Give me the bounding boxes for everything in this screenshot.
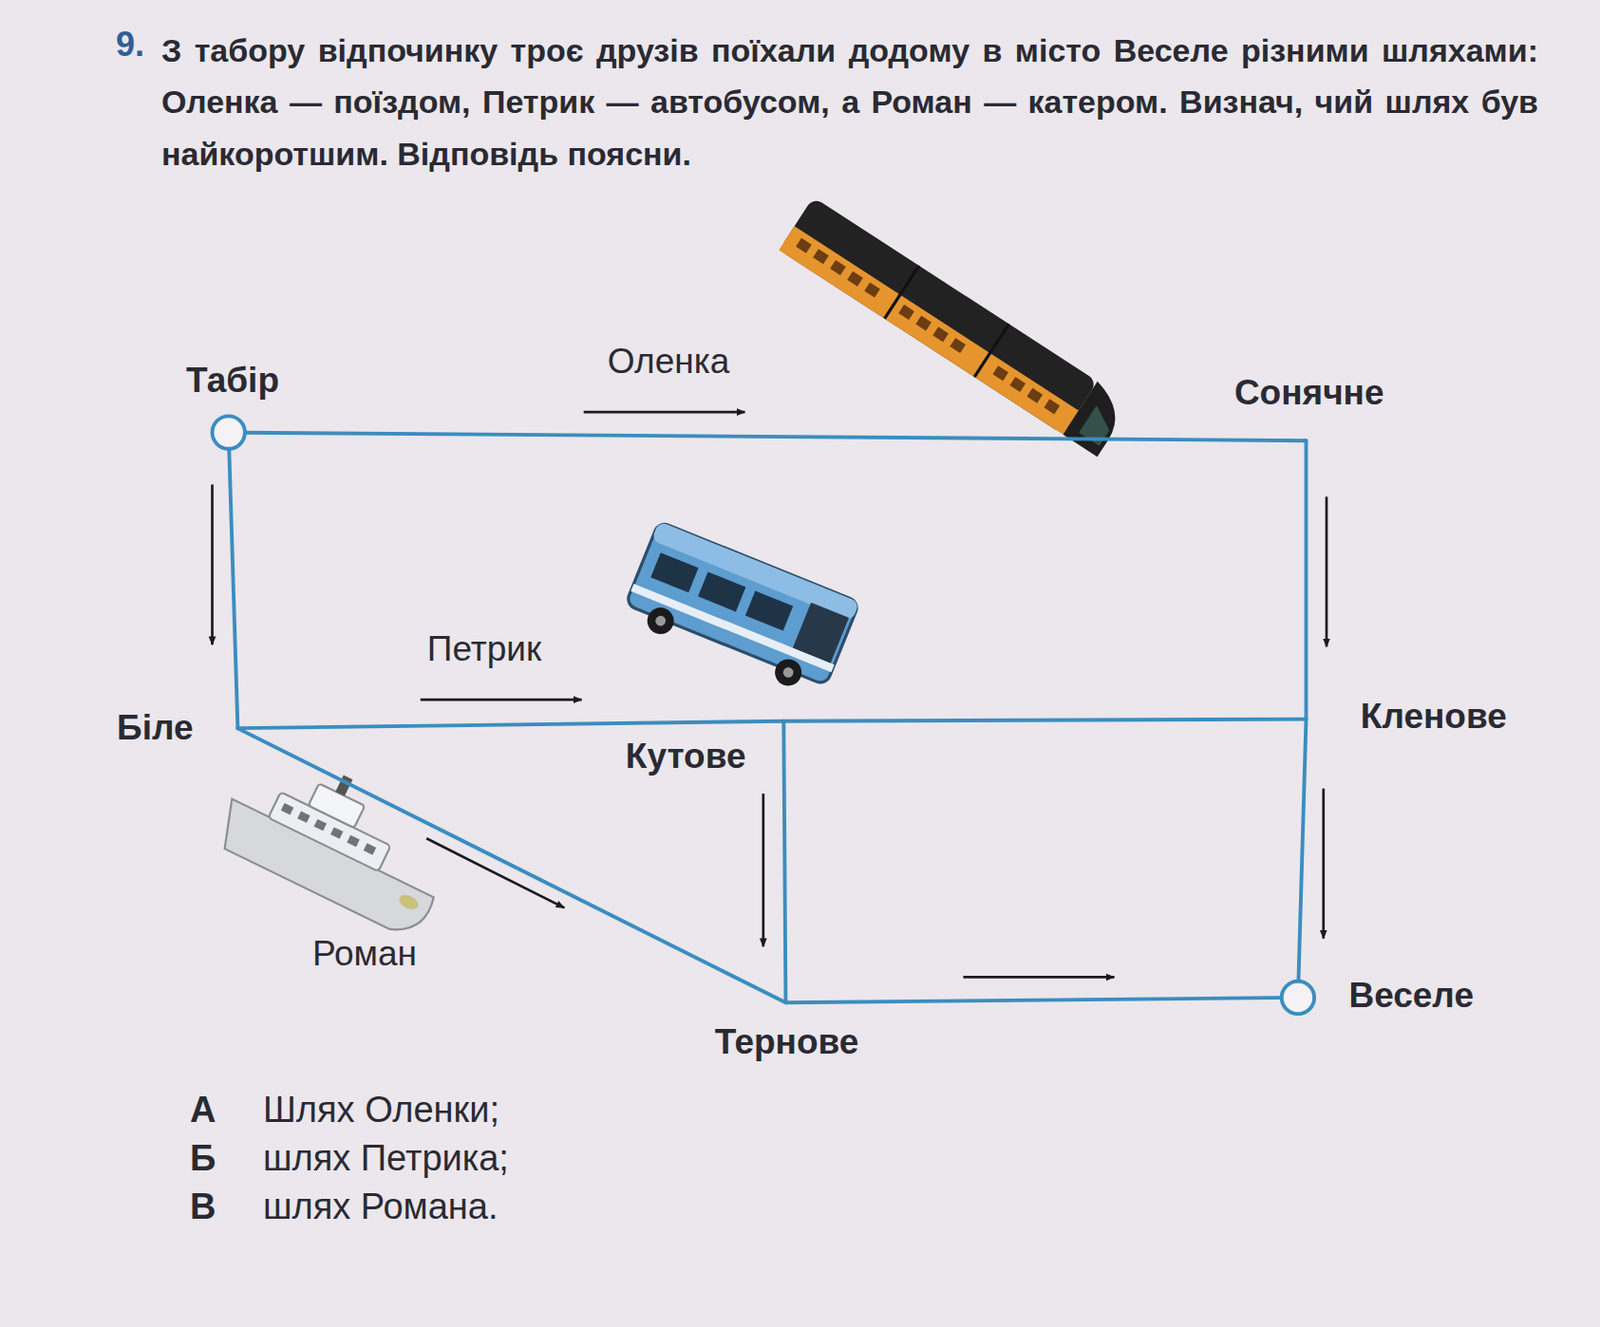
task-number: 9. [115,24,145,65]
town-name: Кленове [1360,696,1507,737]
task-text: З табору відпочинку троє друзів поїхали … [161,24,1539,180]
town-name: Сонячне [1234,373,1385,414]
town: Сонячне [1234,373,1385,414]
town: Табір [186,360,280,401]
route-line [228,432,1307,442]
route-line [785,997,1298,1003]
town-circle [212,415,245,449]
route-name: Оленка [607,341,731,382]
direction-arrow [212,412,1327,978]
bus-picture [620,521,861,700]
town: Кутове [625,736,747,777]
route-line [237,728,786,1003]
route-line [1298,719,1307,998]
option-text: шлях Петрика; [263,1138,509,1180]
town-name: Тернове [715,1022,860,1063]
town-name: Веселе [1348,976,1474,1017]
route-line [228,432,239,730]
town: Тернове [715,1022,860,1063]
option-letter: А [189,1090,216,1131]
route-name: Петрик [427,629,542,670]
option-letter: Б [189,1138,216,1180]
town: Веселе [1348,976,1474,1017]
town-name: Кутове [625,736,747,777]
town-name: Біле [116,708,193,749]
route-line [783,721,786,1004]
town-name: Табір [186,360,280,401]
town-circle [1281,981,1315,1015]
route-name: Роман [312,934,417,975]
town: Біле [116,708,193,749]
train-picture [778,197,1132,458]
option-text: шлях Романа. [263,1186,499,1228]
option-text: Шлях Оленки; [263,1090,500,1131]
route-line [237,721,784,730]
town: Кленове [1360,696,1507,737]
route-line [783,719,1306,722]
option-letter: В [189,1186,216,1228]
route-line [1304,440,1309,719]
